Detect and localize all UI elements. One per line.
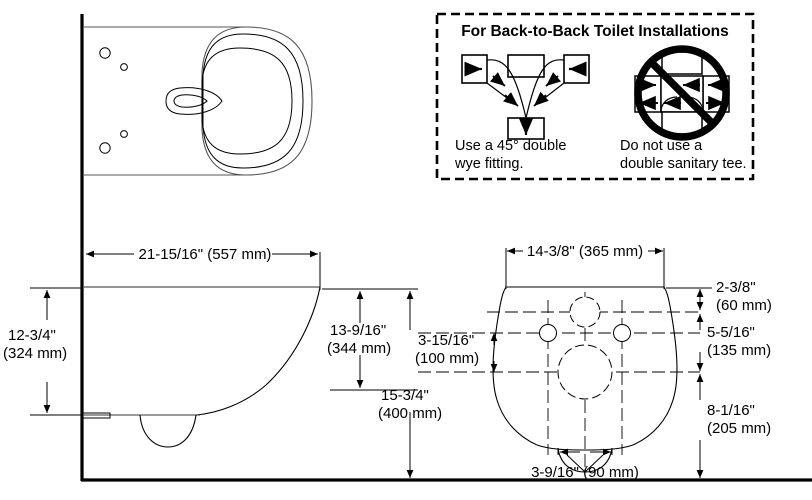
dimension-outlet-height-label: 8-1/16" <box>707 402 755 419</box>
bolt-hole-left <box>539 324 557 342</box>
wye-fitting-diagram <box>461 54 590 140</box>
dimension-bolt-spread: 5-5/16" (135 mm) <box>696 314 771 371</box>
bowl-rim-inner-line <box>202 33 304 169</box>
dimension-top-offset-label: 2-3/8" <box>716 279 756 296</box>
dimension-seat-height-mm: (324 mm) <box>3 345 67 362</box>
mounting-hole-lower-small <box>120 130 128 138</box>
tee-caption-line1: Do not use a <box>620 138 703 154</box>
wall-bracket-notch <box>83 412 111 419</box>
dimension-bolt-gap: 3-15/16" (100 mm) <box>415 332 498 372</box>
dimension-overall-height-label: 15-3/4" <box>381 387 429 404</box>
prohibition-slash <box>648 59 716 127</box>
dimension-front-width: 14-3/8" (365 mm) <box>505 243 665 289</box>
dimension-bolt-spread-mm: (135 mm) <box>707 342 771 359</box>
wye-caption-line1: Use a 45° double <box>455 138 566 154</box>
dimension-seat-height-label: 12-3/4" <box>8 327 56 344</box>
bowl-inner-wall <box>201 47 293 155</box>
water-spot-inner <box>173 94 208 108</box>
front-left-profile <box>492 286 538 446</box>
bowl-profile-curve <box>195 286 321 416</box>
dimension-bowl-depth-mm: (344 mm) <box>327 340 391 357</box>
prohibition-circle <box>634 45 730 141</box>
front-view <box>418 286 700 473</box>
dimension-outlet-width-label: 3-9/16" (90 mm) <box>531 464 639 481</box>
dimension-bolt-spread-label: 5-5/16" <box>707 324 755 341</box>
back-to-back-callout: For Back-to-Back Toilet Installations <box>435 12 755 181</box>
callout-title: For Back-to-Back Toilet Installations <box>461 23 729 40</box>
dimension-seat-height: 12-3/4" (324 mm) <box>3 287 82 416</box>
front-right-profile <box>632 286 678 446</box>
sanitary-tee-diagram <box>634 45 730 141</box>
dimension-outlet-width: 3-9/16" (90 mm) <box>531 448 639 481</box>
wye-caption-line2: wye fitting. <box>454 156 524 172</box>
mounting-hole-upper-large <box>99 47 111 59</box>
dimension-overall-height-mm: (400 mm) <box>378 405 442 422</box>
bowl-outer-rim <box>201 26 313 176</box>
tee-caption-line2: double sanitary tee. <box>620 156 747 172</box>
dimension-bowl-depth: 13-9/16" (344 mm) <box>322 288 418 391</box>
dimension-side-width: 21-15/16" (557 mm) <box>86 246 321 290</box>
side-view <box>83 286 321 448</box>
dimension-side-width-label: 21-15/16" (557 mm) <box>139 246 272 263</box>
mounting-hole-upper-small <box>120 63 128 71</box>
dimension-bolt-gap-label: 3-15/16" <box>418 332 474 349</box>
dimension-top-offset: 2-3/8" (60 mm) <box>666 279 772 314</box>
dimension-outlet-height: 8-1/16" (205 mm) <box>696 374 771 478</box>
bolt-hole-right <box>613 324 631 342</box>
dimension-overall-height: 15-3/4" (400 mm) <box>378 291 442 478</box>
mounting-hole-lower-large <box>99 142 111 154</box>
outlet-width-leader <box>566 454 604 473</box>
water-supply-hole <box>569 296 601 328</box>
trap-bulge <box>139 414 197 448</box>
dimension-front-width-label: 14-3/8" (365 mm) <box>527 243 643 260</box>
waste-outlet-hole <box>557 344 613 400</box>
dimension-bolt-gap-mm: (100 mm) <box>415 350 479 367</box>
water-spot-outer <box>165 87 223 115</box>
dimension-top-offset-mm: (60 mm) <box>716 297 772 314</box>
dimension-outlet-height-mm: (205 mm) <box>707 420 771 437</box>
dimension-bowl-depth-label: 13-9/16" <box>330 322 386 339</box>
plan-view <box>83 26 313 176</box>
